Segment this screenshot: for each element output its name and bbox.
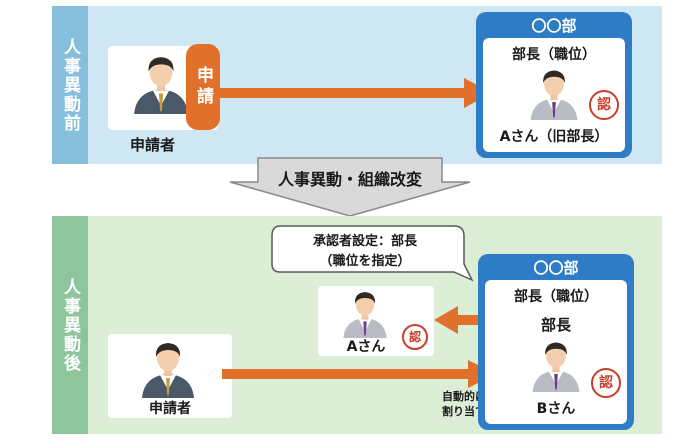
a-person-icon	[340, 288, 390, 338]
after-side-label: 人事異動後	[52, 216, 88, 434]
request-arrow-after	[222, 360, 496, 388]
dept-inner-after: 部長（職位） 部長 認 Bさん	[485, 280, 627, 424]
callout-line2: （職位を指定）	[319, 254, 411, 269]
applicant-person-icon	[130, 52, 192, 114]
banner-text: 人事異動・組織改変	[277, 170, 422, 189]
approval-stamp-b: 認	[591, 368, 621, 398]
approval-stamp-a: 認	[402, 324, 428, 350]
new-manager-label: Bさん	[536, 401, 576, 417]
applicant-label-before: 申請者	[130, 136, 176, 154]
new-manager-title: 部長	[540, 316, 571, 334]
dept-box-before: 〇〇部 部長（職位） 認 Aさん（旧部長）	[476, 12, 632, 158]
approval-stamp-before: 認	[589, 90, 619, 120]
auto-assign-line2: 割り当て	[442, 405, 486, 418]
applicant-person-icon-after	[138, 338, 198, 398]
banner-arrow	[229, 157, 471, 217]
dept-role-line-after: 部長（職位）	[514, 289, 598, 305]
reassign-arrow	[434, 306, 498, 334]
request-pill: 申請	[186, 44, 220, 130]
former-manager-person-icon	[527, 66, 581, 120]
callout-bubble	[271, 225, 474, 282]
auto-assign-line1: 自動的に	[442, 390, 486, 403]
callout-line1: 承認者設定：部長	[312, 234, 417, 249]
applicant-label-after: 申請者	[149, 401, 191, 417]
before-side-label: 人事異動前	[52, 6, 88, 164]
dept-title-before: 〇〇部	[531, 17, 577, 35]
dept-role-line-before: 部長（職位）	[512, 47, 596, 63]
a-person-card: 認 Aさん	[318, 286, 434, 356]
dept-box-after: 〇〇部 部長（職位） 部長 認 Bさん	[478, 254, 634, 430]
dept-title-after: 〇〇部	[533, 259, 579, 277]
a-person-label: Aさん	[346, 339, 386, 355]
request-arrow-before	[220, 78, 492, 108]
new-manager-person-icon	[529, 338, 583, 392]
applicant-card-after: 申請者	[108, 334, 232, 418]
former-manager-label: Aさん（旧部長）	[499, 129, 609, 145]
dept-inner-before: 部長（職位） 認 Aさん（旧部長）	[483, 38, 625, 152]
